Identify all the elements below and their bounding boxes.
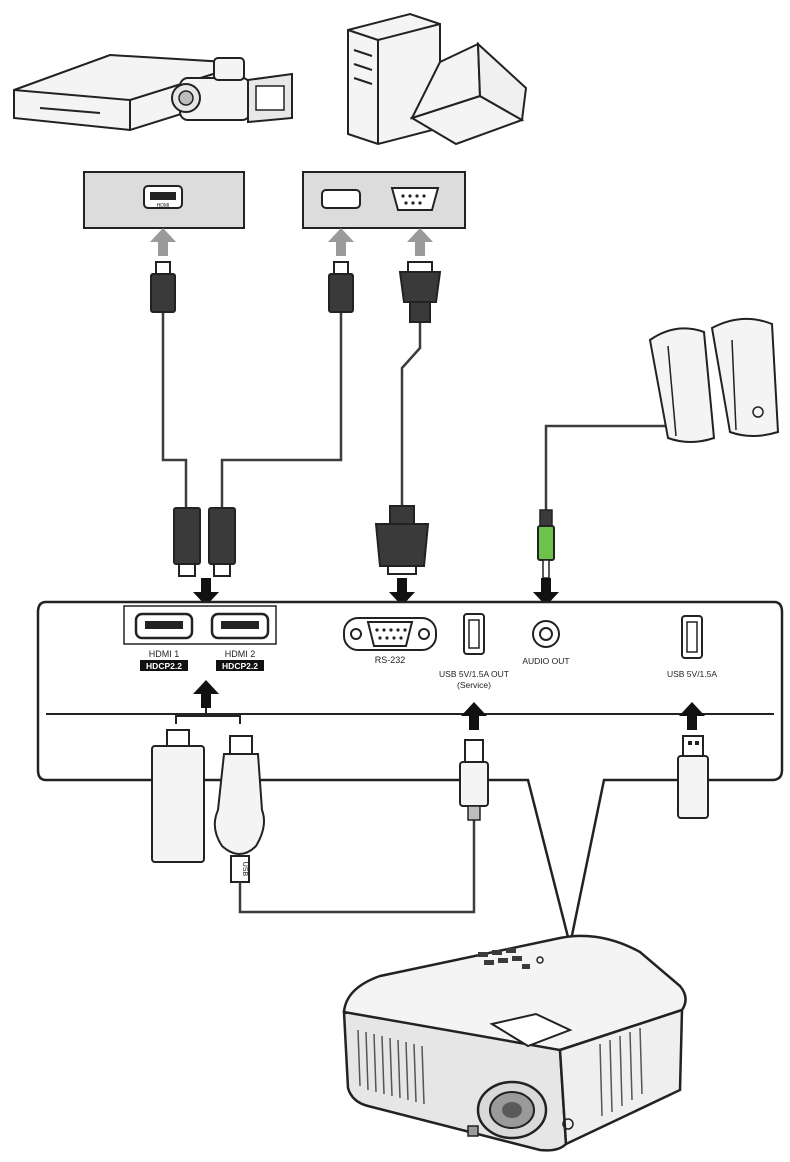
vga-plug-bottom — [374, 505, 430, 575]
hdmi2-port — [210, 612, 270, 640]
hdmi2-badge-bg — [216, 660, 264, 671]
hdmi1-badge-bg — [140, 660, 188, 671]
rs232-label: RS-232 — [375, 655, 406, 665]
hdmi2-badge: HDCP2.2 — [222, 661, 258, 671]
usb-right-port — [681, 615, 703, 659]
usb-flash-drive-icon — [677, 735, 709, 819]
source-hdmi-label: HDMI — [157, 203, 170, 209]
usb-out-port — [463, 613, 485, 655]
rs232-port — [343, 617, 437, 651]
audio-out-port — [532, 620, 560, 648]
hdmi1-port — [134, 612, 194, 640]
hdmi-port-group — [123, 605, 277, 645]
dongle-usb-cable — [238, 820, 476, 914]
hdmi-plug-top-left — [150, 261, 176, 313]
speakers-icon — [648, 317, 780, 443]
rear-panel-outline — [36, 600, 784, 946]
laptop-icon — [409, 41, 528, 146]
source-panel-left: HDMI — [83, 171, 245, 229]
cables-top — [161, 310, 676, 512]
usb-right-label: USB 5V/1.5A — [667, 669, 717, 679]
hdmi1-badge: HDCP2.2 — [146, 661, 182, 671]
projector-icon — [342, 934, 687, 1152]
usb-out-label: USB 5V/1.5A OUT — [439, 669, 509, 679]
source-panel-right — [302, 171, 466, 229]
usb-service-plug-icon — [459, 739, 489, 821]
audio-out-label: AUDIO OUT — [522, 656, 569, 666]
hdmi-plug-bottom-right — [208, 507, 236, 577]
hdmi-plug-bottom-left — [173, 507, 201, 577]
hdmi-split-bracket — [175, 715, 241, 724]
hdmi-plug-top-right — [328, 261, 354, 313]
dongle-usb-label: USB — [241, 862, 248, 877]
hdmi-streaming-stick-icon — [151, 729, 205, 863]
wireless-dongle-icon: USB — [213, 735, 265, 883]
audio-jack-plug — [537, 509, 555, 579]
usb-out-sublabel: (Service) — [457, 680, 491, 690]
source-arrows — [150, 228, 433, 256]
vga-plug-top — [398, 261, 442, 323]
hdmi2-label: HDMI 2 — [225, 649, 256, 659]
camcorder-icon — [171, 57, 293, 124]
hdmi1-label: HDMI 1 — [149, 649, 180, 659]
